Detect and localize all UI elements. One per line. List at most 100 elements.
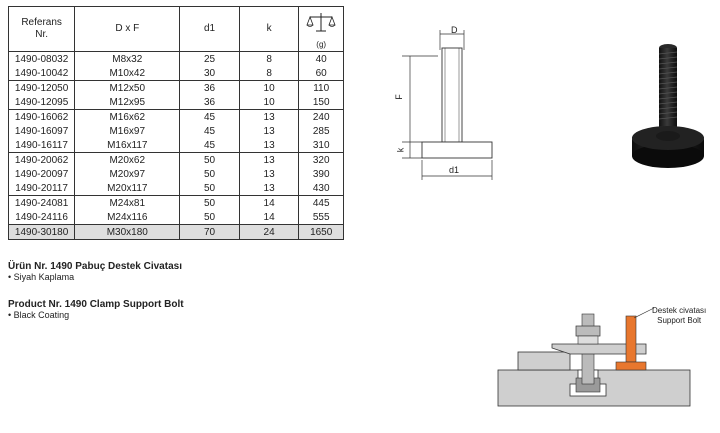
cell-ref: 1490-10042 — [7, 66, 76, 81]
callout-tr: Destek civatası — [652, 306, 707, 315]
col-header-dxf: D x F — [74, 6, 181, 52]
col-header-weight: (g) — [298, 6, 344, 52]
scale-icon — [306, 13, 336, 32]
cell-d1: 25 — [179, 51, 240, 66]
cell-ref: 1490-30180 — [7, 224, 76, 240]
cell-k: 14 — [238, 195, 300, 210]
cell-d1: 50 — [179, 167, 240, 181]
cell-w: 430 — [298, 181, 344, 196]
cell-w: 240 — [298, 109, 344, 124]
cell-ref: 1490-24116 — [7, 210, 76, 225]
cell-d1: 36 — [179, 80, 240, 95]
callout-en: Support Bolt — [657, 316, 702, 325]
col-header-d1: d1 — [179, 6, 240, 52]
ref-header-line2: Nr. — [35, 29, 48, 40]
cell-k: 13 — [238, 138, 300, 153]
cell-d1: 45 — [179, 138, 240, 153]
label-d: D — [451, 25, 458, 35]
product-title-en: Product Nr. 1490 Clamp Support Bolt — [8, 299, 184, 310]
col-header-ref: Referans Nr. — [7, 6, 76, 52]
table-header-row: Referans Nr. D x F d1 k (g) — [7, 6, 344, 52]
cell-d1: 70 — [179, 224, 240, 240]
cell-k: 13 — [238, 124, 300, 138]
cell-dxf: M30x180 — [74, 224, 181, 240]
application-illustration — [497, 307, 691, 407]
cell-dxf: M8x32 — [74, 51, 181, 66]
cell-k: 8 — [238, 51, 300, 66]
cell-w: 555 — [298, 210, 344, 225]
cell-ref: 1490-12095 — [7, 95, 76, 110]
cell-k: 13 — [238, 181, 300, 196]
ref-header-line1: Referans — [21, 17, 62, 28]
cell-k: 13 — [238, 109, 300, 124]
description-turkish: Ürün Nr. 1490 Pabuç Destek Civatası • Si… — [8, 261, 182, 283]
cell-k: 13 — [238, 152, 300, 167]
cell-ref: 1490-24081 — [7, 195, 76, 210]
cell-w: 390 — [298, 167, 344, 181]
cell-w: 60 — [298, 66, 344, 81]
cell-d1: 36 — [179, 95, 240, 110]
cell-dxf: M12x95 — [74, 95, 181, 110]
cell-k: 10 — [238, 95, 300, 110]
cell-ref: 1490-08032 — [7, 51, 76, 66]
cell-d1: 50 — [179, 210, 240, 225]
cell-ref: 1490-20062 — [7, 152, 76, 167]
weight-unit: (g) — [316, 40, 327, 49]
cell-d1: 45 — [179, 109, 240, 124]
cell-dxf: M12x50 — [74, 80, 181, 95]
cell-k: 10 — [238, 80, 300, 95]
col-header-k: k — [238, 6, 300, 52]
cell-w: 110 — [298, 80, 344, 95]
cell-w: 310 — [298, 138, 344, 153]
technical-drawing — [402, 30, 493, 180]
label-d1: d1 — [449, 165, 460, 175]
cell-dxf: M16x117 — [74, 138, 181, 153]
cell-w: 1650 — [298, 224, 344, 240]
cell-dxf: M16x62 — [74, 109, 181, 124]
cell-dxf: M16x97 — [74, 124, 181, 138]
cell-dxf: M20x62 — [74, 152, 181, 167]
cell-ref: 1490-20117 — [7, 181, 76, 196]
cell-d1: 45 — [179, 124, 240, 138]
cell-k: 8 — [238, 66, 300, 81]
cell-dxf: M24x116 — [74, 210, 181, 225]
cell-k: 24 — [238, 224, 300, 240]
cell-w: 285 — [298, 124, 344, 138]
coating-tr: • Siyah Kaplama — [8, 272, 75, 282]
cell-d1: 50 — [179, 152, 240, 167]
bolt-photo — [632, 44, 704, 168]
cell-dxf: M20x117 — [74, 181, 181, 196]
cell-ref: 1490-16097 — [7, 124, 76, 138]
cell-k: 14 — [238, 210, 300, 225]
cell-d1: 50 — [179, 195, 240, 210]
cell-dxf: M20x97 — [74, 167, 181, 181]
product-title-tr: Ürün Nr. 1490 Pabuç Destek Civatası — [8, 261, 182, 272]
cell-ref: 1490-16117 — [7, 138, 76, 153]
cell-d1: 50 — [179, 181, 240, 196]
cell-dxf: M10x42 — [74, 66, 181, 81]
description-english: Product Nr. 1490 Clamp Support Bolt • Bl… — [8, 299, 184, 321]
cell-ref: 1490-20097 — [7, 167, 76, 181]
coating-en: • Black Coating — [8, 310, 70, 320]
cell-d1: 30 — [179, 66, 240, 81]
cell-dxf: M24x81 — [74, 195, 181, 210]
label-f: F — [393, 94, 404, 100]
cell-ref: 1490-12050 — [7, 80, 76, 95]
cell-w: 320 — [298, 152, 344, 167]
support-bolt-callout: Destek civatası Support Bolt — [652, 306, 706, 326]
cell-w: 150 — [298, 95, 344, 110]
